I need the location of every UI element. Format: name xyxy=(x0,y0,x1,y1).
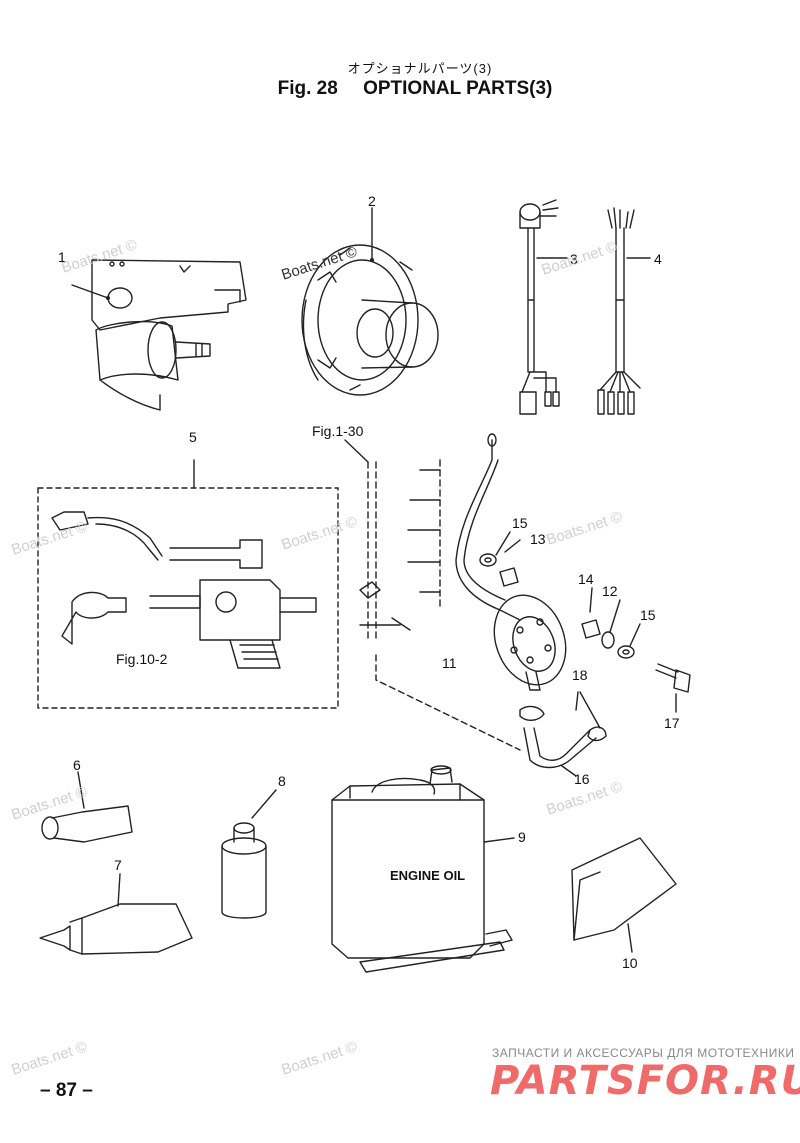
callout-17: 17 xyxy=(664,715,680,731)
part-9-oil-container xyxy=(331,765,515,973)
part-4-wire-harness xyxy=(597,207,651,415)
part-11-fuel-pump xyxy=(455,433,567,691)
callout-13: 13 xyxy=(530,531,546,547)
part-16-hose xyxy=(519,691,607,777)
callout-15b: 15 xyxy=(640,607,656,623)
japanese-title: オプショナルパーツ(3) xyxy=(347,61,493,76)
callout-10: 10 xyxy=(622,955,638,971)
callout-8: 8 xyxy=(278,773,286,789)
callout-12: 12 xyxy=(602,583,618,599)
part-2-flywheel xyxy=(301,207,439,396)
callout-3: 3 xyxy=(570,251,578,267)
callout-14: 14 xyxy=(578,571,594,587)
figure-name: OPTIONAL PARTS(3) xyxy=(363,78,553,99)
oil-label: ENGINE OIL xyxy=(390,868,465,883)
part-1-lower-unit xyxy=(71,259,247,411)
part-3-key-switch-harness xyxy=(519,199,568,415)
callout-7: 7 xyxy=(114,857,122,873)
page-number: – 87 – xyxy=(40,1080,93,1101)
callout-18: 18 xyxy=(572,667,588,683)
part-6-grease-tube xyxy=(41,771,133,843)
part-10-manual xyxy=(571,837,677,953)
part-5-fuel-connector xyxy=(37,459,339,709)
callout-11: 11 xyxy=(442,655,457,671)
fig-1-30-reference-lines xyxy=(344,439,521,751)
ref-fig-10-2: Fig.10-2 xyxy=(116,651,168,667)
part-7-grease-tube xyxy=(39,873,193,955)
small-fittings xyxy=(479,531,641,659)
callout-16: 16 xyxy=(574,771,590,787)
callout-4: 4 xyxy=(654,251,662,267)
callout-6: 6 xyxy=(73,757,81,773)
figure-number: Fig. 28 xyxy=(277,78,338,99)
part-8-spray-can xyxy=(221,789,277,919)
site-logo: PARTSFOR.RU xyxy=(490,1058,800,1104)
callout-2: 2 xyxy=(368,193,376,209)
site-tagline: ЗАПЧАСТИ И АКСЕССУАРЫ ДЛЯ МОТОТЕХНИКИ xyxy=(492,1046,795,1060)
part-17-bolt xyxy=(655,663,691,713)
callout-1: 1 xyxy=(58,249,66,265)
callout-5: 5 xyxy=(189,429,197,445)
callout-9: 9 xyxy=(518,829,526,845)
callout-15a: 15 xyxy=(512,515,528,531)
figure-title: Fig. 28 OPTIONAL PARTS(3) xyxy=(0,78,800,100)
ref-fig-1-30: Fig.1-30 xyxy=(312,423,364,439)
